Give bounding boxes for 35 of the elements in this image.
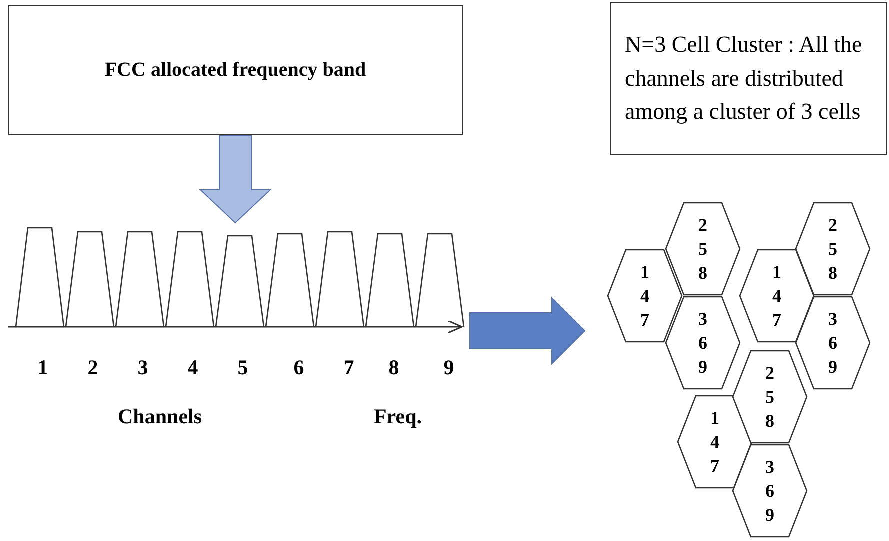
hexagon-cell (795, 296, 871, 390)
channel-numbers: 1 4 7 (640, 261, 650, 332)
hexagon-cell (739, 249, 815, 343)
channel-number: 1 (38, 356, 48, 380)
channel-number: 9 (444, 356, 454, 380)
axis-label: Channels (118, 404, 202, 430)
hexagon-cell (665, 202, 741, 296)
channel-numbers: 3 6 9 (764, 456, 776, 527)
axis-label: Freq. (374, 404, 422, 430)
note-text: N=3 Cell Cluster : All the channels are distributed among a cluster of 3 cells (625, 31, 864, 126)
channel-number: 5 (238, 356, 248, 380)
note-box (610, 2, 887, 155)
block-arrow (199, 136, 272, 224)
hexagon-cell (607, 249, 683, 343)
channel-numbers: 2 5 8 (828, 214, 838, 285)
channel-numbers: 1 4 7 (710, 407, 720, 478)
channel-number: 4 (188, 356, 198, 380)
hexagon-cell (665, 296, 741, 390)
hexagon-cell (677, 395, 753, 489)
channel-numbers: 1 4 7 (772, 261, 782, 332)
box-title: FCC allocated frequency band (104, 58, 366, 82)
channel-numbers: 2 5 8 (698, 214, 708, 285)
band-box (8, 5, 463, 135)
channel-number: 6 (294, 356, 304, 380)
hexagon-cell (732, 444, 808, 538)
channel-number: 7 (344, 356, 354, 380)
channel-numbers: 3 6 9 (828, 308, 838, 379)
channel-number: 8 (388, 356, 400, 380)
channel-number: 3 (138, 356, 148, 380)
block-arrow (470, 296, 586, 366)
channel-numbers: 3 6 9 (698, 308, 708, 379)
hexagon-cell (795, 202, 871, 296)
channel-numbers: 2 5 8 (764, 362, 776, 433)
channel-number: 2 (88, 356, 98, 380)
hexagon-cell (732, 350, 808, 444)
